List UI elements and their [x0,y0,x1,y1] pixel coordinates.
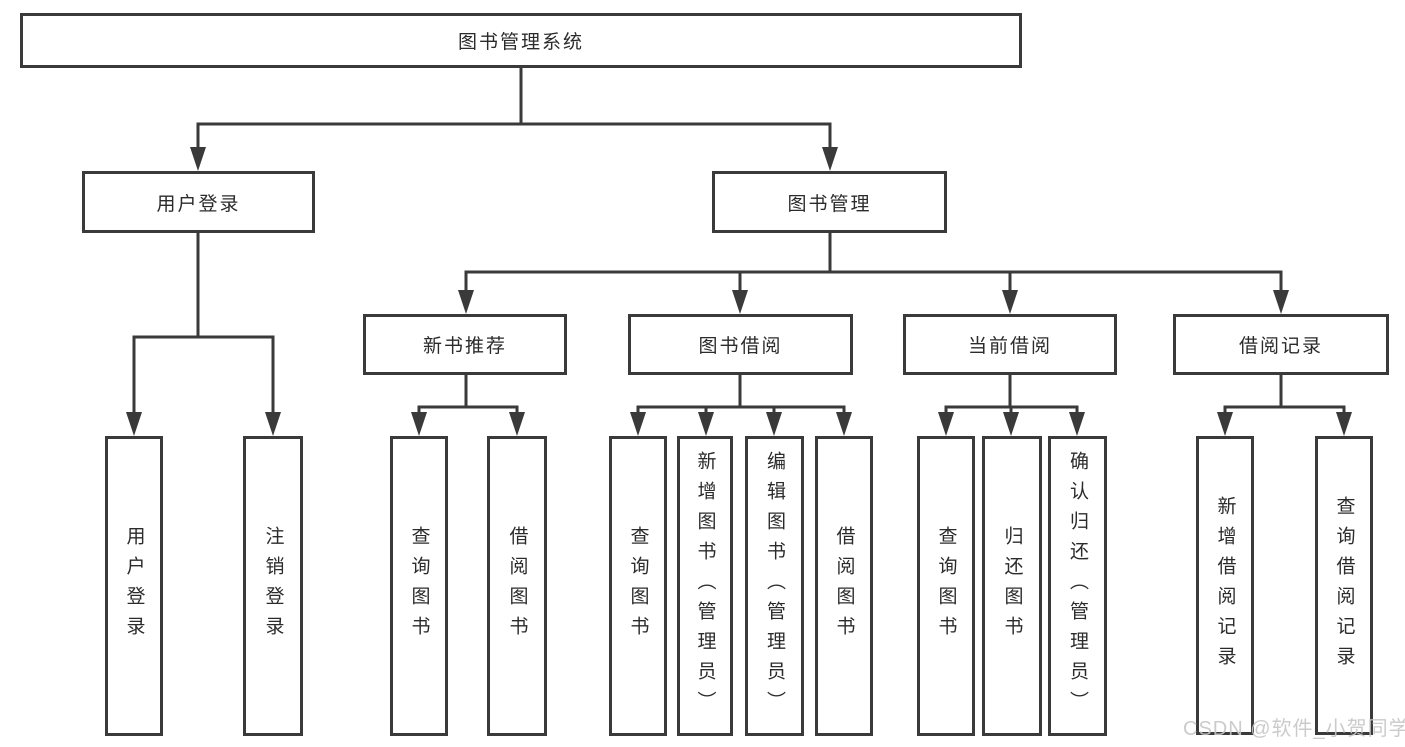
node-leaf-return-book-label: 归还图书 [1001,526,1023,646]
node-current-borrowing-label: 当前借阅 [967,336,1052,357]
node-leaf-edit-book-admin-label: 编辑图书（管理员） [764,451,785,721]
node-new-book-recommend-label: 新书推荐 [422,336,507,357]
node-leaf-query-borrow-record: 查询借阅记录 [1315,436,1373,735]
node-leaf-query-book-1: 查询图书 [390,436,448,736]
node-book-management: 图书管理 [712,171,947,233]
node-new-book-recommend: 新书推荐 [363,314,567,375]
node-leaf-borrow-book-2: 借阅图书 [815,436,873,736]
node-book-borrowing: 图书借阅 [628,314,853,375]
node-root: 图书管理系统 [20,13,1022,68]
node-borrowing-records: 借阅记录 [1173,314,1389,375]
node-current-borrowing: 当前借阅 [903,314,1117,375]
node-book-management-label: 图书管理 [787,193,872,215]
node-leaf-query-book-3: 查询图书 [917,436,975,736]
node-user-login-label: 用户登录 [156,193,241,215]
node-leaf-query-book-2-label: 查询图书 [627,526,649,646]
node-leaf-return-book: 归还图书 [982,436,1042,736]
node-leaf-add-book-admin: 新增图书（管理员） [677,436,733,736]
node-leaf-borrow-book-1-label: 借阅图书 [506,526,528,646]
node-leaf-confirm-return-admin-label: 确认归还（管理员） [1067,451,1088,721]
node-leaf-add-borrow-record: 新增借阅记录 [1196,436,1254,735]
node-leaf-query-borrow-record-label: 查询借阅记录 [1333,495,1355,676]
node-leaf-user-login-label: 用户登录 [123,526,145,646]
node-leaf-logout-label: 注销登录 [262,526,284,646]
csdn-watermark: CSDN @软件_小贺同学 [1183,718,1405,740]
node-leaf-add-book-admin-label: 新增图书（管理员） [694,451,716,721]
node-leaf-borrow-book-2-label: 借阅图书 [833,526,855,646]
node-leaf-borrow-book-1: 借阅图书 [487,436,547,736]
arrowheads [126,147,1352,436]
node-leaf-query-book-1-label: 查询图书 [408,526,430,646]
node-leaf-logout: 注销登录 [243,436,303,736]
node-leaf-edit-book-admin: 编辑图书（管理员） [745,436,804,736]
node-leaf-add-borrow-record-label: 新增借阅记录 [1214,495,1236,676]
node-root-label: 图书管理系统 [457,32,584,53]
node-user-login: 用户登录 [82,171,315,233]
node-leaf-query-book-3-label: 查询图书 [935,526,957,646]
node-book-borrowing-label: 图书借阅 [698,336,783,357]
node-leaf-query-book-2: 查询图书 [609,436,667,736]
node-leaf-user-login: 用户登录 [105,436,163,736]
node-borrowing-records-label: 借阅记录 [1238,336,1323,357]
node-leaf-confirm-return-admin: 确认归还（管理员） [1048,436,1107,736]
